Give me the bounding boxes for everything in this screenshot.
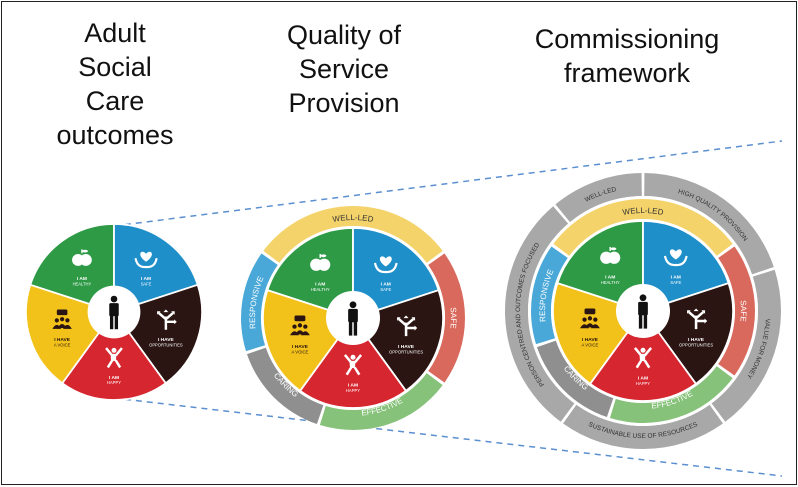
person-icon — [638, 294, 648, 329]
outcome-sub-safe: SAFE — [380, 287, 391, 292]
commissioning-ring-well_led — [555, 173, 642, 223]
outcome-title-opportunities: I HAVE — [688, 337, 705, 343]
quality-ring-caring — [536, 340, 614, 418]
outcome-title-voice: I HAVE — [54, 337, 71, 343]
outcome-sub-happy: HAPPY — [636, 381, 650, 386]
outcome-title-healthy: I AM — [315, 281, 325, 287]
group-speech-icon — [290, 315, 310, 336]
quality-ring-responsive — [531, 246, 568, 345]
outcome-title-happy: I AM — [348, 382, 358, 388]
outcome-title-healthy: I AM — [77, 276, 87, 282]
outcome-title-voice: I HAVE — [582, 337, 599, 343]
heart-hands-icon — [373, 256, 398, 274]
crossroads-icon — [157, 309, 177, 330]
heading-commissioning: Commissioning framework — [534, 24, 720, 88]
quality-label-safe: SAFE — [448, 307, 458, 329]
outcome-title-opportunities: I HAVE — [158, 337, 175, 343]
quality-label-well-led: WELL-LED — [332, 213, 374, 224]
crossroads-icon — [397, 315, 418, 337]
outcome-sub-voice: A VOICE — [582, 342, 599, 347]
outcome-sub-safe: SAFE — [670, 280, 681, 285]
outcome-title-voice: I HAVE — [292, 344, 309, 350]
outcome-sub-voice: A VOICE — [292, 349, 309, 354]
group-speech-icon — [580, 308, 600, 329]
heading-adult-social-care: Adult Social Care outcomes — [56, 18, 174, 150]
commissioning-ring-value_for_money — [711, 269, 782, 422]
heart-hands-icon — [134, 251, 158, 269]
outcome-sub-voice: A VOICE — [54, 343, 71, 348]
outcome-sub-healthy: HEALTHY — [73, 282, 92, 287]
quality-ring-effective — [609, 366, 733, 424]
quality-ring-caring — [246, 347, 324, 425]
outcome-title-safe: I AM — [381, 281, 391, 287]
segment-healthy — [556, 220, 644, 313]
projection-line-bottom — [113, 397, 783, 477]
happy-person-icon — [633, 347, 653, 369]
outcome-sub-safe: SAFE — [141, 282, 152, 287]
person-icon — [109, 295, 119, 330]
segment-safe — [113, 223, 199, 314]
quality-label-safe: SAFE — [738, 300, 748, 322]
segment-healthy — [29, 223, 115, 314]
projection-line-top — [113, 140, 783, 227]
group-speech-icon — [52, 309, 72, 329]
apple-icon — [72, 249, 92, 266]
outcome-title-opportunities: I HAVE — [398, 344, 415, 350]
quality-ring-safe — [718, 246, 755, 376]
heart-hands-icon — [663, 249, 688, 267]
commissioning-ring-person_centred — [505, 206, 575, 422]
segment-safe — [642, 220, 730, 313]
person-icon — [348, 301, 358, 336]
happy-person-icon — [105, 347, 123, 369]
commissioning-ring-sustainable — [563, 404, 723, 450]
commissioning-ring-high_quality — [644, 173, 774, 275]
quality-ring-well_led — [263, 206, 443, 263]
outcome-title-happy: I AM — [109, 375, 119, 381]
quality-ring-effective — [319, 373, 443, 431]
crossroads-icon — [687, 308, 708, 330]
outcome-title-healthy: I AM — [605, 274, 615, 280]
apple-icon — [310, 253, 331, 271]
quality-ring-well_led — [553, 199, 733, 256]
happy-person-icon — [343, 354, 363, 376]
outcome-sub-happy: HAPPY — [107, 380, 121, 385]
outcome-sub-opportunities: OPPORTUNITIES — [679, 342, 713, 347]
outcome-title-safe: I AM — [671, 274, 681, 280]
outcome-sub-healthy: HEALTHY — [601, 280, 620, 285]
outcome-title-safe: I AM — [141, 276, 151, 282]
outcome-title-happy: I AM — [638, 375, 648, 381]
outcome-sub-healthy: HEALTHY — [311, 287, 330, 292]
outcome-sub-happy: HAPPY — [346, 388, 360, 393]
segment-healthy — [266, 227, 354, 320]
outcome-sub-opportunities: OPPORTUNITIES — [389, 349, 423, 354]
apple-icon — [600, 246, 621, 264]
heading-quality-of-service: Quality of Service Provision — [286, 20, 402, 118]
quality-ring-responsive — [240, 253, 278, 352]
segment-safe — [352, 227, 440, 320]
outcome-sub-opportunities: OPPORTUNITIES — [149, 343, 183, 348]
quality-ring-safe — [428, 253, 465, 383]
quality-label-well-led: WELL-LED — [622, 206, 664, 217]
